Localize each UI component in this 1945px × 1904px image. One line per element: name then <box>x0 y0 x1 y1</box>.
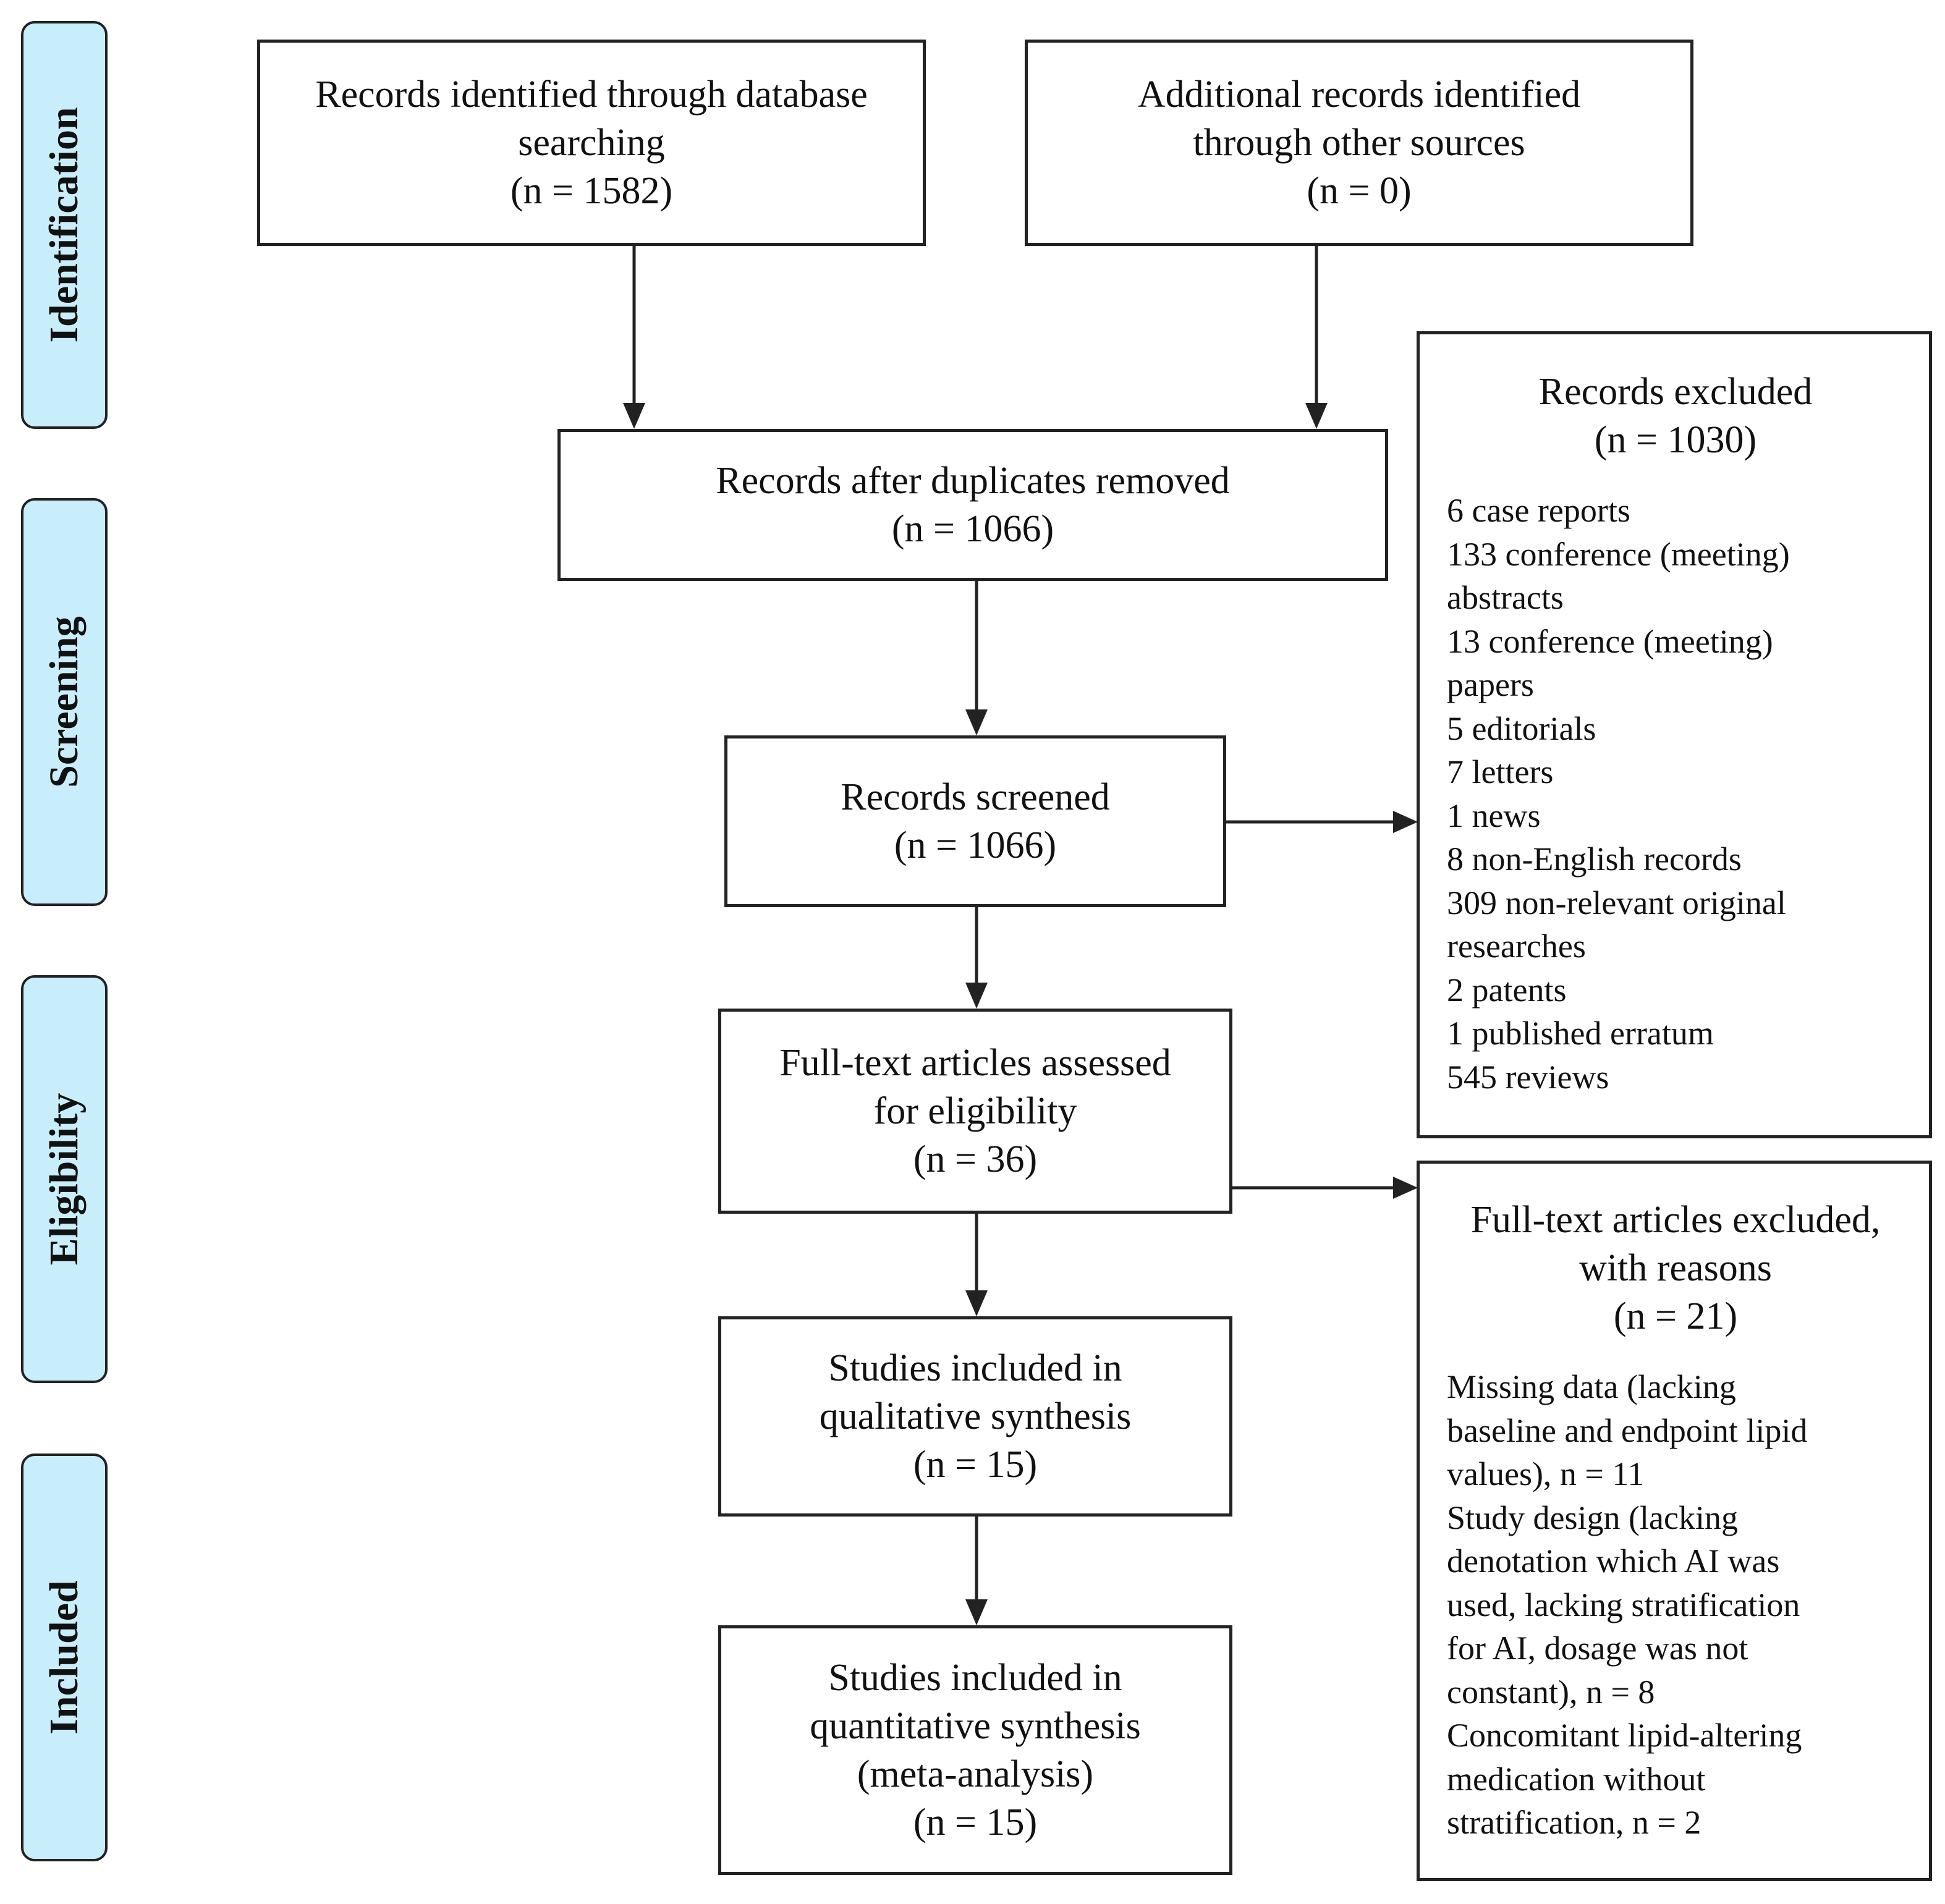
box-other-count: (n = 0) <box>1307 170 1412 212</box>
box-database-line1: Records identified through database <box>315 74 868 116</box>
list-item: abstracts <box>1447 579 1564 616</box>
list-item: 8 non-English records <box>1447 840 1742 878</box>
fulltext-excluded-title-line2: with reasons <box>1579 1247 1772 1289</box>
arrowhead-records-excluded <box>1393 811 1418 833</box>
box-duplicates-line1: Records after duplicates removed <box>716 460 1230 502</box>
box-quantitative-line1: Studies included in <box>828 1657 1122 1699</box>
box-fulltext-excluded: Full-text articles excluded, with reason… <box>1417 1161 1932 1881</box>
arrowhead-duplicates <box>965 709 988 735</box>
list-item: Study design (lacking <box>1447 1499 1738 1536</box>
box-other-sources: Additional records identified through ot… <box>1025 40 1693 246</box>
list-item: 133 conference (meeting) <box>1447 535 1790 573</box>
fulltext-excluded-list: Missing data (lacking baseline and endpo… <box>1447 1365 1904 1845</box>
box-duplicates-count: (n = 1066) <box>891 508 1054 550</box>
list-item: values), n = 11 <box>1447 1455 1645 1492</box>
list-item: medication without <box>1447 1760 1706 1798</box>
fulltext-excluded-header: Full-text articles excluded, with reason… <box>1447 1196 1904 1340</box>
box-quantitative-line3: (meta-analysis) <box>857 1753 1094 1795</box>
box-quantitative-synthesis: Studies included in quantitative synthes… <box>718 1625 1232 1875</box>
list-item: Missing data (lacking <box>1447 1368 1736 1405</box>
list-item: 13 conference (meeting) <box>1447 622 1773 660</box>
list-item: 6 case reports <box>1447 492 1630 529</box>
box-database-line2: searching <box>518 122 665 164</box>
phase-identification: Identification <box>21 21 108 429</box>
records-excluded-title: Records excluded <box>1538 371 1813 413</box>
phase-included: Included <box>21 1453 108 1861</box>
list-item: stratification, n = 2 <box>1447 1804 1701 1841</box>
list-item: used, lacking stratification <box>1447 1586 1800 1623</box>
fulltext-excluded-title-line1: Full-text articles excluded, <box>1470 1199 1881 1241</box>
list-item: 309 non-relevant original <box>1447 884 1786 921</box>
box-records-excluded: Records excluded (n = 1030) 6 case repor… <box>1417 331 1932 1138</box>
box-records-screened: Records screened (n = 1066) <box>724 735 1226 907</box>
box-screened-line1: Records screened <box>841 776 1110 818</box>
list-item: 5 editorials <box>1447 709 1596 747</box>
box-qualitative-line1: Studies included in <box>828 1347 1122 1389</box>
fulltext-excluded-count: (n = 21) <box>1613 1295 1738 1337</box>
records-excluded-list: 6 case reports 133 conference (meeting) … <box>1447 489 1904 1099</box>
arrowhead-fulltext-excluded <box>1393 1177 1418 1199</box>
arrowhead-fulltext <box>965 1290 988 1316</box>
arrowhead-screened <box>965 983 988 1009</box>
box-database-count: (n = 1582) <box>510 170 673 212</box>
list-item: 2 patents <box>1447 971 1567 1009</box>
box-database-records: Records identified through database sear… <box>257 40 926 246</box>
box-other-line2: through other sources <box>1193 122 1525 164</box>
box-after-duplicates: Records after duplicates removed (n = 10… <box>557 429 1388 581</box>
box-screened-count: (n = 1066) <box>894 824 1057 866</box>
records-excluded-count: (n = 1030) <box>1594 419 1757 461</box>
box-qualitative-line2: qualitative synthesis <box>819 1395 1132 1437</box>
box-quantitative-count: (n = 15) <box>913 1801 1038 1843</box>
arrowhead-database <box>623 403 645 429</box>
list-item: constant), n = 8 <box>1447 1673 1655 1711</box>
box-fulltext-count: (n = 36) <box>913 1138 1038 1180</box>
box-qualitative-synthesis: Studies included in qualitative synthesi… <box>718 1316 1232 1517</box>
phase-eligibility: Eligibility <box>21 975 108 1383</box>
list-item: 1 published erratum <box>1447 1015 1714 1052</box>
box-quantitative-line2: quantitative synthesis <box>810 1705 1141 1747</box>
list-item: 545 reviews <box>1447 1058 1609 1096</box>
list-item: for AI, dosage was not <box>1447 1630 1748 1667</box>
box-other-line1: Additional records identified <box>1137 74 1581 116</box>
box-fulltext-assessed: Full-text articles assessed for eligibil… <box>718 1009 1232 1214</box>
list-item: researches <box>1447 928 1586 965</box>
list-item: denotation which AI was <box>1447 1542 1780 1580</box>
list-item: baseline and endpoint lipid <box>1447 1411 1808 1449</box>
records-excluded-header: Records excluded (n = 1030) <box>1447 368 1904 464</box>
box-qualitative-count: (n = 15) <box>913 1444 1038 1486</box>
list-item: Concomitant lipid-altering <box>1447 1717 1802 1754</box>
list-item: 1 news <box>1447 797 1541 834</box>
arrowhead-other <box>1305 403 1328 429</box>
arrowhead-qualitative <box>965 1599 988 1625</box>
box-fulltext-line2: for eligibility <box>873 1090 1077 1132</box>
box-fulltext-line1: Full-text articles assessed <box>779 1042 1171 1084</box>
phase-screening: Screening <box>21 498 108 906</box>
list-item: 7 letters <box>1447 753 1554 790</box>
list-item: papers <box>1447 666 1534 703</box>
